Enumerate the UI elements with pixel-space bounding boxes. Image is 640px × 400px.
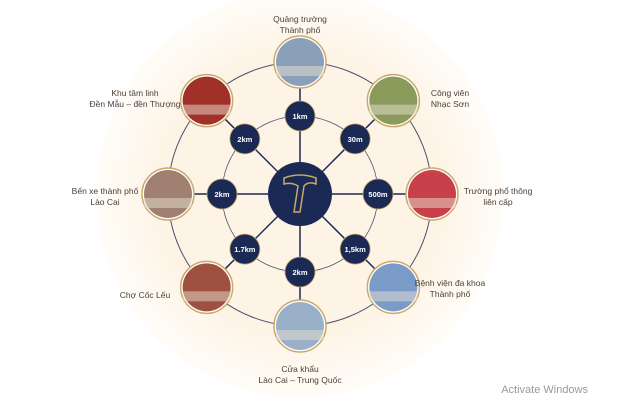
place-name: Cửa khẩu xyxy=(281,364,319,374)
distance-label: 1km xyxy=(292,112,307,121)
distance-badge xyxy=(362,178,394,210)
distance-label: 2km xyxy=(292,268,307,277)
place-photo xyxy=(276,38,324,86)
place-name: Bến xe thành phố xyxy=(71,186,139,196)
place-photo xyxy=(182,263,231,312)
place-name: Trường phổ thông xyxy=(463,186,533,196)
distance-label: 500m xyxy=(368,190,388,199)
place-name-line2: Thành phố xyxy=(429,289,471,299)
distance-label: 1,5km xyxy=(345,245,367,254)
place-name: Bệnh viện đa khoa xyxy=(414,278,486,288)
place-photo xyxy=(369,76,418,125)
distance-label: 30m xyxy=(348,135,363,144)
place-label: Chợ Cốc Lếu xyxy=(120,290,170,301)
place-photo xyxy=(182,76,231,125)
place-name-line2: Nhạc Sơn xyxy=(430,99,470,109)
distance-label: 2km xyxy=(214,190,229,199)
project-logo-icon xyxy=(283,174,317,213)
distance-badge xyxy=(229,123,261,155)
place-name-line2: Lào Cai xyxy=(90,197,120,207)
place-photo-detail xyxy=(276,330,324,340)
place-photo xyxy=(144,170,192,218)
distance-label: 1.7km xyxy=(234,245,256,254)
distance-badge xyxy=(284,100,316,132)
distance-label: 2km xyxy=(237,135,252,144)
place-photo-detail xyxy=(276,66,324,76)
distance-badge xyxy=(339,123,371,155)
place-photo-detail xyxy=(144,198,192,208)
place-photo-detail xyxy=(369,291,418,302)
place-name-line2: liên cấp xyxy=(483,197,513,207)
distance-badge xyxy=(339,233,371,265)
place-name: Khu tâm linh xyxy=(111,88,159,98)
place-name-line2: Lào Cai – Trung Quốc xyxy=(258,375,342,385)
place-name: Công viên xyxy=(430,88,470,98)
place-name: Chợ Cốc Lếu xyxy=(119,290,171,300)
distance-badge xyxy=(284,256,316,288)
place-name-line2: Đền Mẫu – đền Thượng xyxy=(89,99,181,109)
place-photo-detail xyxy=(369,104,418,115)
place-photo-detail xyxy=(182,104,231,115)
distance-badge xyxy=(206,178,238,210)
place-photo-detail xyxy=(182,291,231,302)
place-name: Quảng trường xyxy=(273,14,327,24)
place-photo xyxy=(408,170,456,218)
distance-badge xyxy=(229,233,261,265)
place-name-line2: Thành phố xyxy=(279,25,321,35)
activate-windows-watermark: Activate Windows xyxy=(501,384,588,396)
place-photo xyxy=(369,263,418,312)
place-photo-detail xyxy=(408,198,456,208)
center-logo xyxy=(268,162,332,226)
place-photo xyxy=(276,302,324,350)
